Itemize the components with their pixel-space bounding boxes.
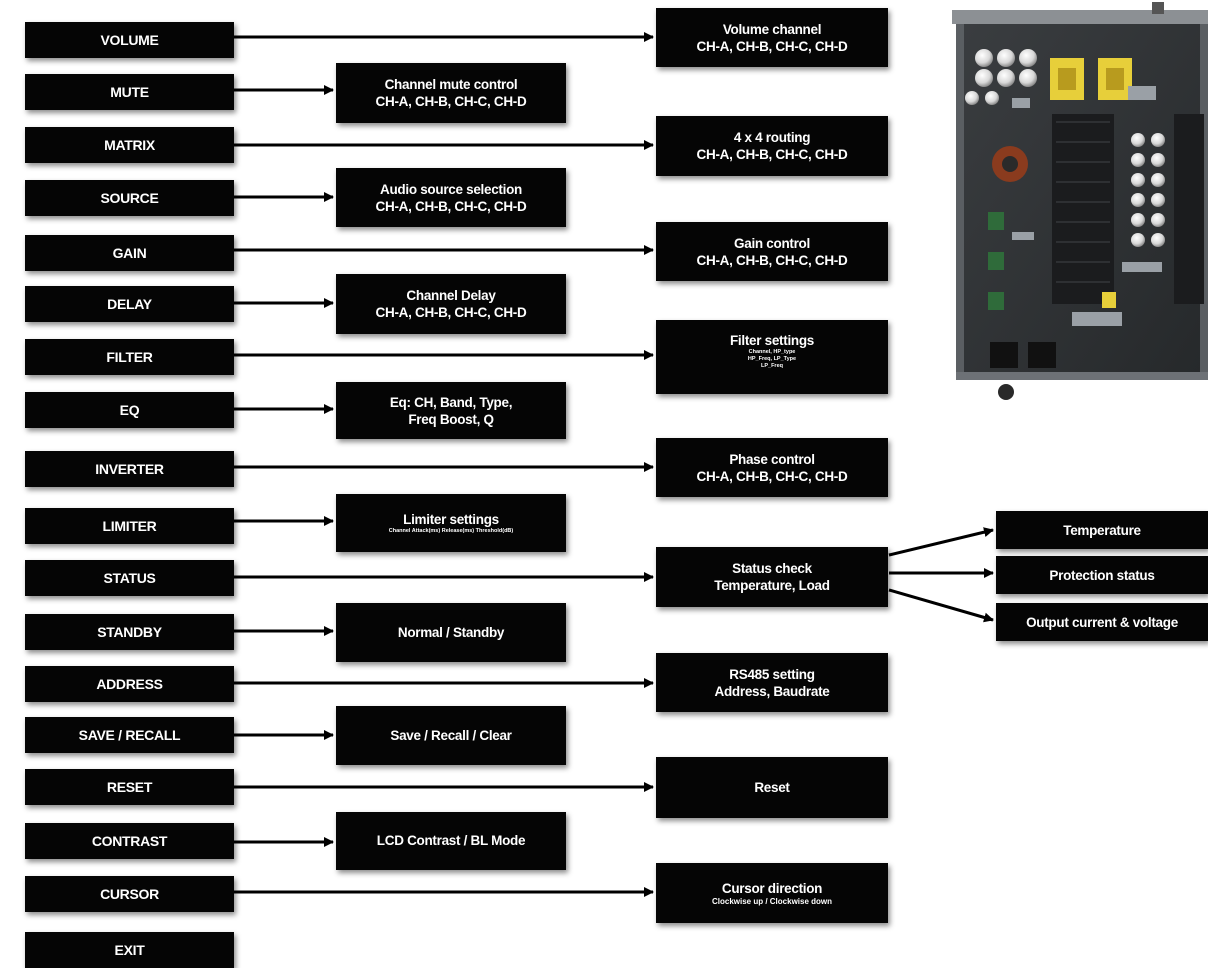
menu-gain: GAIN bbox=[25, 235, 234, 271]
status-output: Output current & voltage bbox=[996, 603, 1208, 641]
menu-cursor: CURSOR bbox=[25, 876, 234, 912]
desc-delay: Channel Delay CH-A, CH-B, CH-C, CH-D bbox=[336, 274, 566, 334]
menu-delay: DELAY bbox=[25, 286, 234, 322]
desc-cursor-title: Cursor direction bbox=[722, 880, 822, 897]
desc-address-title: RS485 setting bbox=[729, 666, 814, 683]
menu-source: SOURCE bbox=[25, 180, 234, 216]
desc-inverter-title: Phase control bbox=[729, 451, 814, 468]
desc-reset-title: Reset bbox=[754, 779, 789, 796]
desc-standby-title: Normal / Standby bbox=[398, 624, 504, 641]
desc-source-title: Audio source selection bbox=[380, 181, 522, 198]
desc-reset: Reset bbox=[656, 757, 888, 818]
desc-volume: Volume channel CH-A, CH-B, CH-C, CH-D bbox=[656, 8, 888, 67]
desc-contrast-title: LCD Contrast / BL Mode bbox=[377, 832, 525, 849]
desc-filter: Filter settings Channel, HP_type HP_Freq… bbox=[656, 320, 888, 394]
status-temperature: Temperature bbox=[996, 511, 1208, 549]
arrow-status-output bbox=[889, 590, 993, 620]
desc-filter-detail-3: LP_Freq bbox=[761, 363, 783, 370]
desc-eq: Eq: CH, Band, Type, Freq Boost, Q bbox=[336, 382, 566, 439]
desc-volume-title: Volume channel bbox=[723, 21, 821, 38]
desc-inverter: Phase control CH-A, CH-B, CH-C, CH-D bbox=[656, 438, 888, 497]
desc-matrix-title: 4 x 4 routing bbox=[734, 129, 810, 146]
desc-matrix-channels: CH-A, CH-B, CH-C, CH-D bbox=[697, 146, 848, 163]
desc-inverter-channels: CH-A, CH-B, CH-C, CH-D bbox=[697, 468, 848, 485]
desc-source-channels: CH-A, CH-B, CH-C, CH-D bbox=[376, 198, 527, 215]
menu-matrix: MATRIX bbox=[25, 127, 234, 163]
desc-gain-title: Gain control bbox=[734, 235, 810, 252]
menu-save-recall: SAVE / RECALL bbox=[25, 717, 234, 753]
desc-save-recall-title: Save / Recall / Clear bbox=[390, 727, 511, 744]
desc-filter-detail-1: Channel, HP_type bbox=[749, 349, 796, 356]
menu-inverter: INVERTER bbox=[25, 451, 234, 487]
desc-mute-title: Channel mute control bbox=[385, 76, 518, 93]
arrow-status-temperature bbox=[889, 530, 993, 555]
desc-gain-channels: CH-A, CH-B, CH-C, CH-D bbox=[697, 252, 848, 269]
menu-standby: STANDBY bbox=[25, 614, 234, 650]
menu-eq: EQ bbox=[25, 392, 234, 428]
desc-delay-channels: CH-A, CH-B, CH-C, CH-D bbox=[376, 304, 527, 321]
desc-mute-channels: CH-A, CH-B, CH-C, CH-D bbox=[376, 93, 527, 110]
desc-status-detail: Temperature, Load bbox=[714, 577, 829, 594]
desc-limiter: Limiter settings Channel Attack(ms) Rele… bbox=[336, 494, 566, 552]
desc-delay-title: Channel Delay bbox=[406, 287, 495, 304]
desc-gain: Gain control CH-A, CH-B, CH-C, CH-D bbox=[656, 222, 888, 281]
desc-cursor: Cursor direction Clockwise up / Clockwis… bbox=[656, 863, 888, 923]
desc-cursor-detail: Clockwise up / Clockwise down bbox=[712, 897, 832, 907]
desc-standby: Normal / Standby bbox=[336, 603, 566, 662]
amplifier-device-image bbox=[952, 2, 1208, 402]
desc-contrast: LCD Contrast / BL Mode bbox=[336, 812, 566, 870]
desc-filter-detail-2: HP_Freq, LP_Type bbox=[748, 356, 796, 363]
desc-filter-title: Filter settings bbox=[730, 332, 814, 349]
status-protection: Protection status bbox=[996, 556, 1208, 594]
desc-limiter-detail: Channel Attack(ms) Release(ms) Threshold… bbox=[389, 528, 514, 535]
desc-status-title: Status check bbox=[732, 560, 812, 577]
menu-reset: RESET bbox=[25, 769, 234, 805]
desc-eq-line1: Eq: CH, Band, Type, bbox=[390, 394, 512, 411]
menu-limiter: LIMITER bbox=[25, 508, 234, 544]
desc-address-detail: Address, Baudrate bbox=[715, 683, 830, 700]
desc-eq-line2: Freq Boost, Q bbox=[408, 411, 493, 428]
desc-mute: Channel mute control CH-A, CH-B, CH-C, C… bbox=[336, 63, 566, 123]
menu-volume: VOLUME bbox=[25, 22, 234, 58]
desc-limiter-title: Limiter settings bbox=[403, 511, 499, 528]
menu-exit: EXIT bbox=[25, 932, 234, 968]
menu-contrast: CONTRAST bbox=[25, 823, 234, 859]
menu-address: ADDRESS bbox=[25, 666, 234, 702]
desc-status: Status check Temperature, Load bbox=[656, 547, 888, 607]
desc-matrix: 4 x 4 routing CH-A, CH-B, CH-C, CH-D bbox=[656, 116, 888, 176]
desc-source: Audio source selection CH-A, CH-B, CH-C,… bbox=[336, 168, 566, 227]
menu-filter: FILTER bbox=[25, 339, 234, 375]
desc-address: RS485 setting Address, Baudrate bbox=[656, 653, 888, 712]
desc-volume-channels: CH-A, CH-B, CH-C, CH-D bbox=[697, 38, 848, 55]
desc-save-recall: Save / Recall / Clear bbox=[336, 706, 566, 765]
menu-status: STATUS bbox=[25, 560, 234, 596]
menu-mute: MUTE bbox=[25, 74, 234, 110]
